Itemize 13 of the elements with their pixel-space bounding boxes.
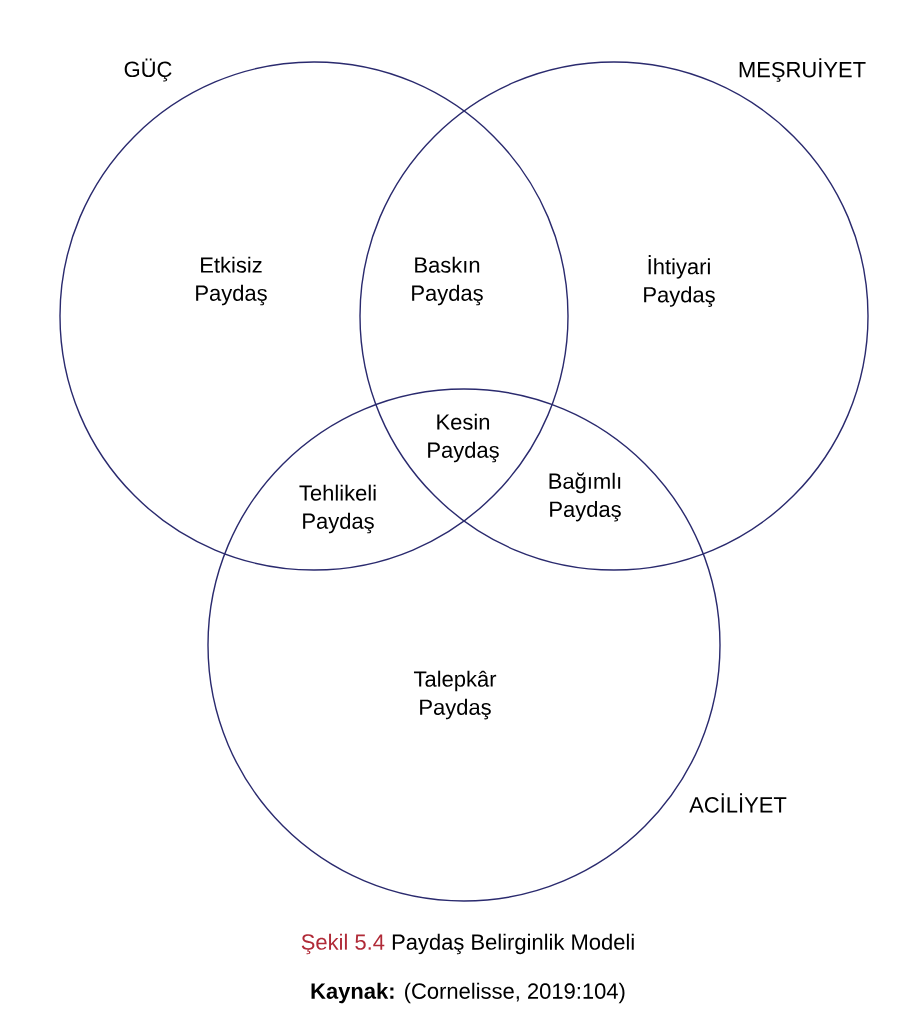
circle-heading: MEŞRUİYET [739,58,866,82]
circle-heading: ACİLİYET [689,793,787,813]
source-note: Kaynak: (Cornelisse, 2019:104) [311,982,625,1004]
region-label: Bağımlı Paydaş [549,472,621,522]
caption: Paydaş Belirginlik Modeli [392,933,634,955]
region-label: Etkisiz Paydaş [196,256,267,306]
figure-number: Şekil 5.4 [301,933,385,955]
circle-heading: GÜÇ [124,58,172,82]
region-label: Talepkâr Paydaş [414,670,497,720]
region-label: İhtiyari Paydaş [644,255,715,307]
region-label: Tehlikeli Paydaş [299,484,376,534]
region-label: Kesin Paydaş [428,413,499,463]
region-label: Baskın Paydaş [412,256,483,306]
